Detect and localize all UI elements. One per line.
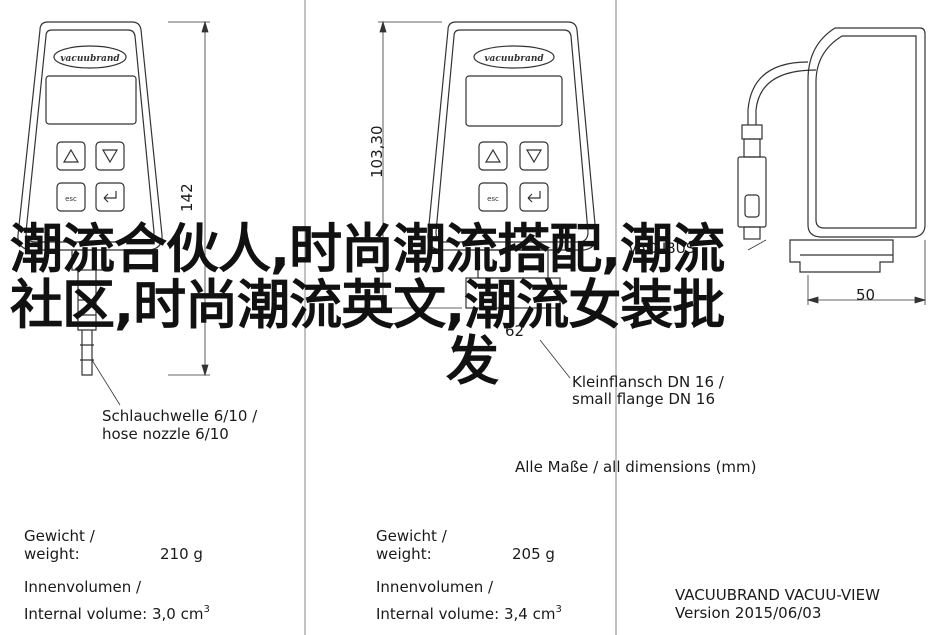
left-device-front-view: vacuubrand esc: [17, 21, 163, 406]
overlay-line-3: 发: [446, 331, 499, 392]
dimension-label-62: 62: [505, 322, 525, 340]
left-volume-label-en: Internal volume: 3,0 cm3: [24, 604, 210, 623]
dimension-label-103-30: 103,30: [368, 125, 386, 179]
hose-nozzle-label-de: Schlauchwelle 6/10 /: [102, 407, 258, 425]
middle-weight-label-en: weight:: [376, 545, 432, 563]
dimension-line-142: [168, 20, 210, 377]
svg-text:vacuubrand: vacuubrand: [60, 54, 120, 64]
overlay-line-1: 潮流合伙人,时尚潮流搭配,潮流: [10, 219, 725, 280]
svg-text:esc: esc: [65, 195, 77, 203]
left-weight-label-en: weight:: [24, 545, 80, 563]
left-weight-value: 210 g: [160, 545, 203, 563]
dimension-line-50: [806, 240, 927, 305]
dimension-line-103-30: [378, 20, 462, 310]
vacubus-label: VACUBUS: [628, 241, 695, 257]
middle-volume-label-en: Internal volume: 3,4 cm3: [376, 604, 562, 623]
middle-volume-label-de: Innenvolumen /: [376, 578, 494, 596]
product-version: Version 2015/06/03: [675, 604, 822, 622]
dimension-label-142: 142: [178, 183, 196, 212]
middle-weight-value: 205 g: [512, 545, 555, 563]
hose-nozzle-label-en: hose nozzle 6/10: [102, 425, 229, 443]
product-name: VACUUBRAND VACUU-VIEW: [675, 586, 880, 604]
left-weight-label-de: Gewicht /: [24, 527, 95, 545]
left-volume-label-de: Innenvolumen /: [24, 578, 142, 596]
overlay-line-2: 社区,时尚潮流英文,潮流女装批: [10, 275, 725, 336]
right-device-side-view: [737, 27, 926, 273]
flange-label-de: Kleinflansch DN 16 /: [572, 373, 724, 391]
middle-device-front-view: vacuubrand esc: [427, 21, 597, 379]
dimension-label-50: 50: [856, 286, 876, 304]
all-dimensions-note: Alle Maße / all dimensions (mm): [515, 458, 757, 476]
chinese-overlay-text: 潮流合伙人,时尚潮流搭配,潮流 社区,时尚潮流英文,潮流女装批 发: [10, 222, 890, 390]
svg-text:vacuubrand: vacuubrand: [484, 54, 544, 64]
flange-label-en: small flange DN 16: [572, 390, 716, 408]
middle-weight-label-de: Gewicht /: [376, 527, 447, 545]
svg-text:esc: esc: [487, 195, 499, 203]
